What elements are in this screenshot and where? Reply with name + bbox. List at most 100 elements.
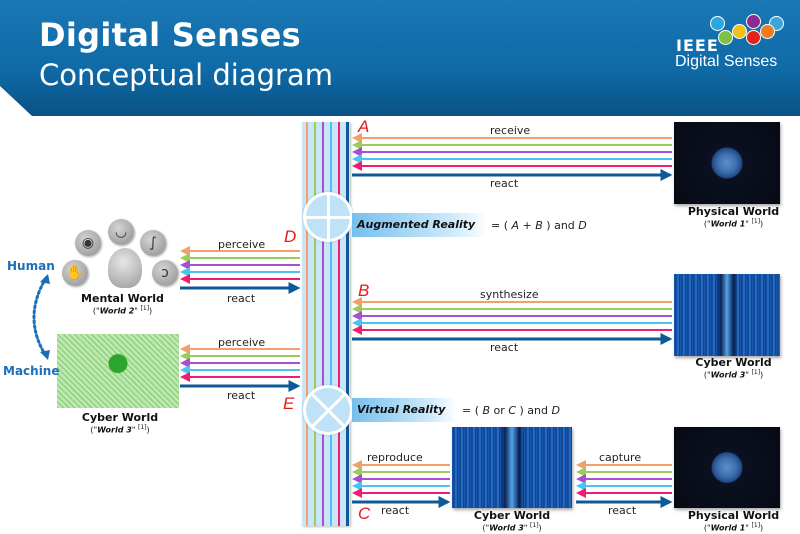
human-label: Human	[7, 259, 55, 273]
flow-label-perceive-e: perceive	[218, 336, 266, 349]
formula-var: B	[482, 404, 491, 417]
page-title: Digital Senses	[39, 16, 301, 54]
mouth-icon: ◡	[108, 219, 134, 245]
head-icon	[108, 248, 142, 288]
arrows-e-perceive	[180, 344, 301, 392]
clock-icon	[710, 16, 725, 31]
physical-world-title-bottom: Physical World	[687, 509, 780, 522]
bus-channel-line	[322, 122, 324, 526]
formula-part: ) and	[516, 404, 552, 417]
augmented-reality-highlight	[352, 213, 487, 237]
page-subtitle: Conceptual diagram	[39, 58, 333, 92]
formula-op: +	[519, 219, 536, 232]
flow-label-react-capture: react	[608, 504, 637, 517]
ref-mark: [1]	[140, 305, 150, 312]
alias-text: World 1	[710, 219, 746, 229]
alias-text: World 3	[489, 523, 524, 533]
human-machine-arrow	[32, 276, 48, 358]
mouth-icon	[746, 30, 761, 45]
mental-world-alias: ("World 2" [1])	[92, 305, 153, 316]
flow-label-react-e: react	[227, 389, 256, 402]
mental-world-illustration: ✋ ◉ ◡ ∫ ↄ	[60, 219, 185, 292]
physical-world-image-bottom	[674, 427, 780, 508]
alias-text: World 1	[710, 523, 746, 533]
ref-mark: [1]	[751, 369, 761, 376]
alias-text: World 3	[710, 370, 746, 380]
formula-part: = (	[491, 219, 512, 232]
channel-letter-c: C	[358, 504, 371, 523]
bus-channel-line	[330, 122, 332, 526]
virtual-reality-junction	[303, 385, 353, 435]
cyber-world-alias-mid: ("World 3" [1])	[703, 369, 764, 380]
ieee-digital-senses-logo: IEEE Digital Senses	[675, 14, 786, 76]
formula-part: ) and	[542, 219, 579, 232]
flow-label-receive: receive	[490, 124, 531, 137]
channel-letter-a: A	[358, 117, 370, 136]
ref-mark: [1]	[530, 522, 539, 529]
header-banner: Digital Senses Conceptual diagram IEEE D…	[0, 0, 800, 116]
augmented-reality-formula: = ( A + B ) and D	[491, 219, 587, 232]
bus-channel-line	[338, 122, 340, 526]
ref-mark: [1]	[138, 424, 147, 431]
flow-label-react-c: react	[381, 504, 410, 517]
physical-world-alias-top: ("World 1" [1])	[703, 218, 764, 229]
ear-icon: ↄ	[152, 260, 178, 286]
augmented-reality-junction	[303, 192, 353, 242]
channel-letter-e: E	[283, 394, 295, 413]
cyber-world-image-mid	[674, 274, 780, 356]
cyber-world-title-bottom: Cyber World	[473, 509, 551, 522]
virtual-reality-highlight	[352, 398, 457, 422]
arrows-c-reproduce	[352, 460, 451, 508]
flow-label-react-a: react	[490, 177, 519, 190]
augmented-reality-label: Augmented Reality	[357, 218, 476, 231]
formula-var: D	[551, 404, 560, 417]
cyber-world-alias-bottom: ("World 3" [1])	[482, 522, 542, 533]
logo-name-text: Digital Senses	[675, 53, 778, 70]
physical-world-alias-bottom: ("World 1" [1])	[703, 522, 764, 533]
formula-var: B	[535, 219, 543, 232]
arrows-a-receive	[352, 133, 673, 181]
formula-var: D	[578, 219, 587, 232]
arrowhead-up	[40, 274, 50, 284]
flow-label-react-d: react	[227, 292, 256, 305]
flow-label-synthesize: synthesize	[480, 288, 539, 301]
arrowhead-down	[40, 350, 50, 360]
virtual-reality-formula: = ( B or C ) and D	[462, 404, 560, 417]
cyber-world-image-bottom	[452, 427, 572, 508]
formula-part: = (	[462, 404, 483, 417]
flow-label-perceive-d: perceive	[218, 238, 266, 251]
eye-icon	[718, 30, 733, 45]
ref-mark: [1]	[751, 218, 761, 225]
machine-label: Machine	[3, 364, 60, 378]
arrows-capture	[576, 460, 673, 508]
nose-icon: ∫	[140, 230, 166, 256]
physical-world-title-top: Physical World	[687, 205, 780, 218]
flow-label-reproduce: reproduce	[367, 451, 423, 464]
ear-icon	[732, 24, 747, 39]
formula-op: or	[490, 404, 509, 417]
nose-icon	[760, 24, 775, 39]
flow-label-react-b: react	[490, 341, 519, 354]
alias-text: World 3	[97, 425, 132, 435]
arrows-b-synthesize	[352, 297, 673, 345]
touch-hand-icon: ✋	[62, 260, 88, 286]
physical-world-image-top	[674, 122, 780, 204]
channel-letter-b: B	[358, 281, 370, 300]
header-corner-cut	[0, 86, 32, 116]
eye-icon: ◉	[75, 230, 101, 256]
cyber-world-title-left: Cyber World	[81, 411, 159, 424]
bus-channel-line	[314, 122, 316, 526]
cyber-world-title-mid: Cyber World	[695, 356, 772, 369]
ref-mark: [1]	[751, 522, 761, 529]
junction-cross-v	[326, 195, 330, 239]
virtual-reality-label: Virtual Reality	[357, 403, 446, 416]
hand-icon	[746, 14, 761, 29]
arrows-d-perceive	[180, 246, 301, 294]
bus-channel-line	[306, 122, 308, 526]
channel-letter-d: D	[284, 227, 297, 246]
cyber-world-alias-left: ("World 3" [1])	[90, 424, 150, 435]
bus-channel-line	[346, 122, 349, 526]
logo-ieee-text: IEEE	[676, 36, 719, 55]
mental-world-title: Mental World	[81, 292, 164, 305]
